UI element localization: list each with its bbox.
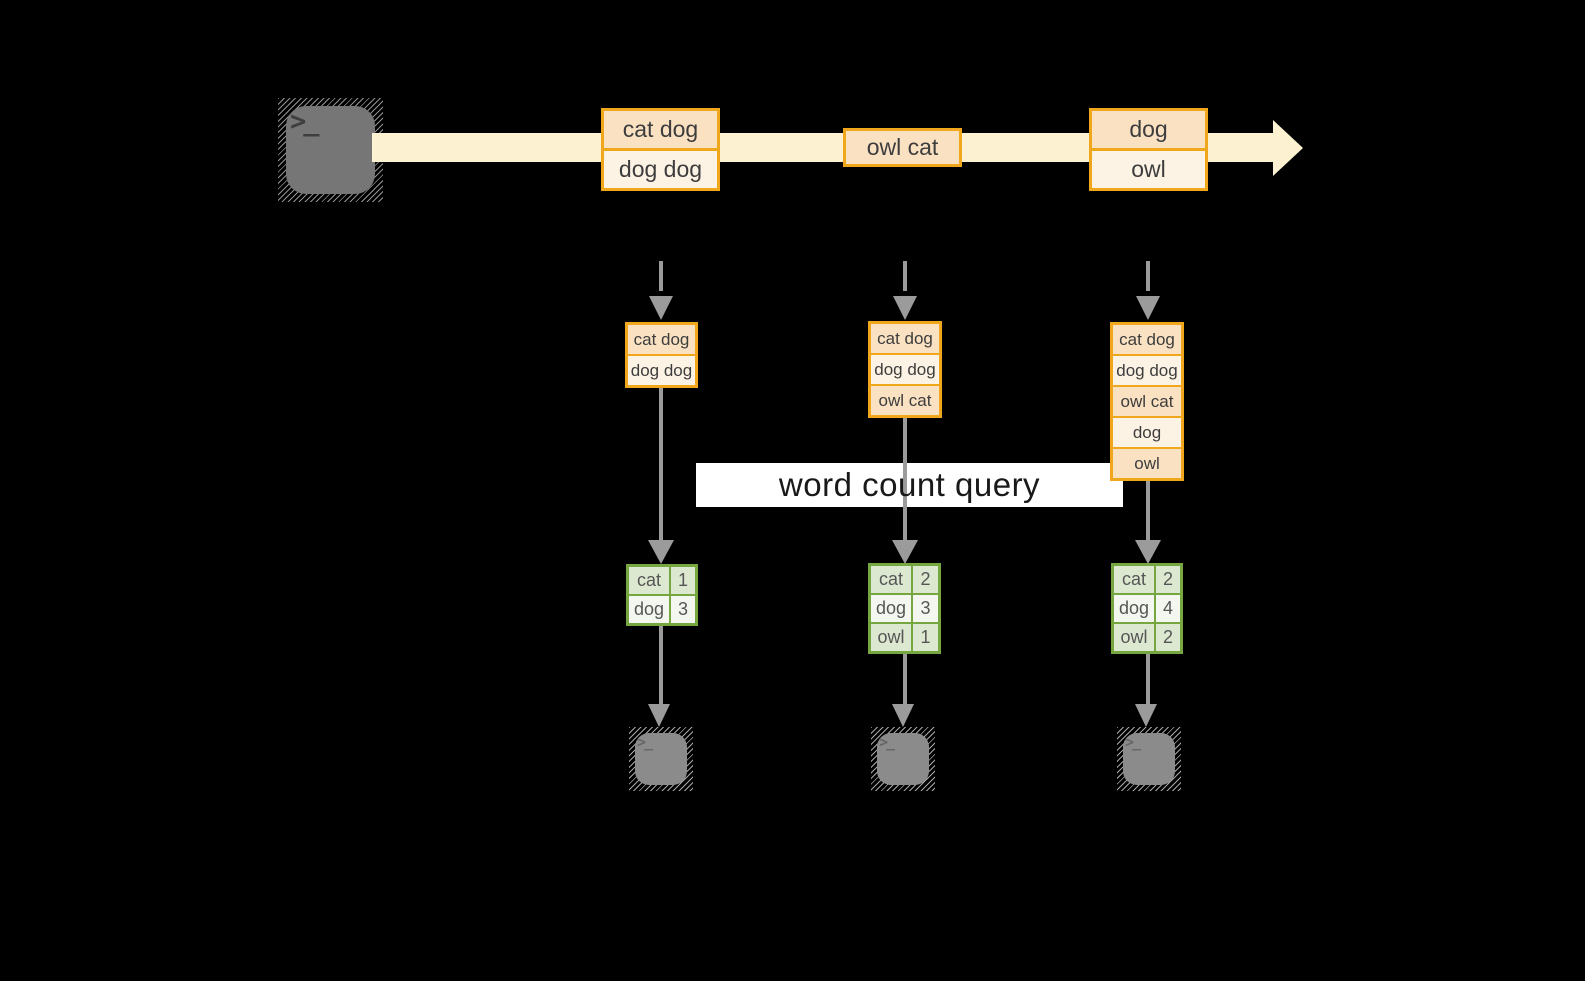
table-row: owl 2 <box>1114 622 1180 651</box>
event-cell: dog dog <box>604 148 717 188</box>
window-stack-3: cat dog dog dog owl cat dog owl <box>1110 322 1184 481</box>
count-cell: 2 <box>911 566 938 593</box>
event-box-1: cat dog dog dog <box>601 108 720 191</box>
window-stack-2: cat dog dog dog owl cat <box>868 321 942 418</box>
terminal-output-icon-1: >_ <box>629 727 693 791</box>
connector-line <box>1146 654 1150 704</box>
arrow-down-icon <box>893 296 917 320</box>
arrow-down-icon <box>649 296 673 320</box>
terminal-prompt-icon: >_ <box>1125 733 1141 751</box>
terminal-source-icon: >_ <box>278 98 383 202</box>
event-cell: dog <box>1092 111 1205 148</box>
word-cell: dog <box>1118 598 1150 618</box>
window-cell: owl <box>1113 447 1181 478</box>
dashed-arrow-line <box>1146 261 1150 291</box>
arrow-down-icon <box>892 540 918 564</box>
count-cell: 1 <box>911 624 938 651</box>
query-band <box>696 463 1123 507</box>
event-cell: cat dog <box>604 111 717 148</box>
event-box-2: owl cat <box>843 128 962 167</box>
window-cell: dog dog <box>871 353 939 384</box>
terminal-body <box>1123 733 1175 785</box>
window-cell: dog dog <box>1113 354 1181 385</box>
count-table-1: cat 1 dog 3 <box>626 564 698 626</box>
connector-line <box>659 626 663 704</box>
window-cell: cat dog <box>1113 325 1181 354</box>
connector-line <box>903 418 907 540</box>
terminal-output-icon-3: >_ <box>1117 727 1181 791</box>
arrow-down-icon <box>1136 296 1160 320</box>
word-cell: cat <box>1121 569 1146 589</box>
table-row: owl 1 <box>871 622 938 651</box>
table-row: cat 1 <box>629 567 695 594</box>
arrow-down-icon <box>1135 540 1161 564</box>
event-cell: owl cat <box>846 131 959 164</box>
window-cell: dog <box>1113 416 1181 447</box>
window-cell: owl cat <box>1113 385 1181 416</box>
window-cell: dog dog <box>628 354 695 385</box>
word-cell: dog <box>633 599 665 619</box>
window-stack-1: cat dog dog dog <box>625 322 698 388</box>
query-label: word count query <box>778 466 1041 503</box>
event-cell: owl <box>1092 148 1205 188</box>
terminal-body <box>286 106 375 194</box>
count-table-2: cat 2 dog 3 owl 1 <box>868 563 941 654</box>
terminal-prompt-icon: >_ <box>879 733 895 751</box>
arrow-down-icon <box>1135 704 1157 727</box>
terminal-prompt-icon: >_ <box>637 733 653 751</box>
dashed-arrow-line <box>903 261 907 291</box>
terminal-prompt-icon: >_ <box>290 106 319 137</box>
terminal-body <box>877 733 929 785</box>
window-cell: owl cat <box>871 384 939 415</box>
arrow-down-icon <box>892 704 914 727</box>
window-cell: cat dog <box>871 324 939 353</box>
stream-arrow-head-icon <box>1273 120 1303 176</box>
event-box-3: dog owl <box>1089 108 1208 191</box>
terminal-body <box>635 733 687 785</box>
connector-line <box>659 387 663 540</box>
count-cell: 3 <box>911 595 938 622</box>
count-table-3: cat 2 dog 4 owl 2 <box>1111 563 1183 654</box>
table-row: dog 4 <box>1114 593 1180 622</box>
table-row: dog 3 <box>871 593 938 622</box>
word-cell: owl <box>877 627 905 647</box>
connector-line <box>903 654 907 704</box>
word-cell: dog <box>875 598 907 618</box>
count-cell: 2 <box>1154 566 1180 593</box>
arrow-down-icon <box>648 704 670 727</box>
table-row: cat 2 <box>871 566 938 593</box>
window-cell: cat dog <box>628 325 695 354</box>
word-cell: cat <box>878 569 903 589</box>
count-cell: 2 <box>1154 624 1180 651</box>
table-row: dog 3 <box>629 594 695 623</box>
terminal-output-icon-2: >_ <box>871 727 935 791</box>
arrow-down-icon <box>648 540 674 564</box>
word-cell: cat <box>636 570 661 590</box>
count-cell: 3 <box>669 596 695 623</box>
word-cell: owl <box>1120 627 1148 647</box>
dashed-arrow-line <box>659 261 663 291</box>
connector-line <box>1146 481 1150 540</box>
count-cell: 4 <box>1154 595 1180 622</box>
table-row: cat 2 <box>1114 566 1180 593</box>
count-cell: 1 <box>669 567 695 594</box>
